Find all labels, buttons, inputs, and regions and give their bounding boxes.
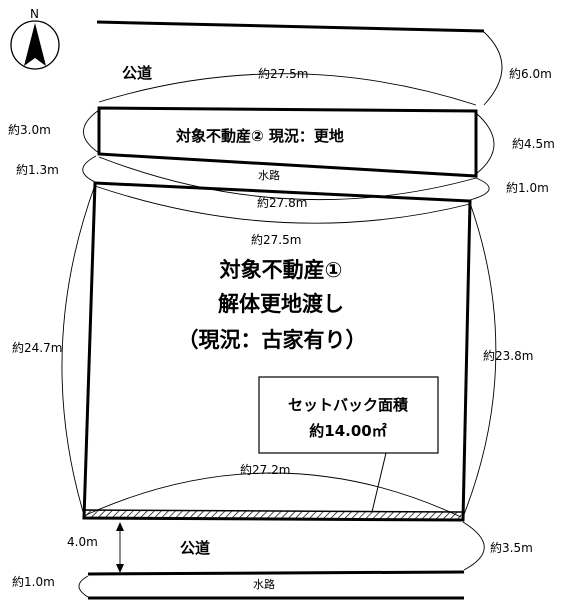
dim-p1-bottom (85, 472, 462, 518)
road-south-edge (87, 570, 465, 576)
dim-label-water-mid-right: 約1.0m (506, 180, 549, 195)
dim-road-north-length (98, 73, 477, 106)
dim-p2-right (475, 112, 495, 175)
dim-label-p2-left: 約3.0m (8, 122, 51, 137)
dim-label-p1-top-outer: 約27.8m (257, 195, 307, 210)
dim-label-water-bottom: 約1.0m (12, 574, 55, 589)
dim-label-p1-right: 約23.8m (483, 348, 533, 363)
dim-label-p1-bottom: 約27.2m (240, 462, 290, 477)
dim-p1-left (61, 184, 96, 516)
dim-p1-right (462, 202, 497, 518)
compass-north-label: N (30, 7, 39, 21)
dim-label-road-north-width: 約6.0m (509, 66, 552, 81)
dim-water-bottom (78, 575, 89, 598)
dim-road-south-right (462, 521, 485, 571)
parcel-2-boundary (97, 106, 478, 178)
dimension-lines (61, 31, 503, 598)
compass-arrow-icon (24, 23, 46, 66)
road-north-edge (96, 20, 485, 33)
dim-label-road-south-right: 約3.5m (490, 540, 533, 555)
road-south-width-marker (116, 522, 124, 573)
north-compass: N (10, 7, 60, 70)
parcel-2-label: 対象不動産② 現況：更地 (175, 127, 344, 145)
dim-label-p1-top-inner: 約27.5m (251, 232, 301, 247)
dim-road-north-width (483, 31, 503, 106)
setback-area-value: 約14.00㎡ (309, 422, 386, 440)
dim-p1-top-outer (98, 156, 477, 201)
parcel-1-line3: （現況：古家有り） (178, 328, 367, 352)
waterway-bottom-label: 水路 (253, 578, 275, 591)
dim-p1-top-inner (94, 185, 471, 224)
dim-p2-left (83, 109, 100, 154)
parcel-1-line1: 対象不動産① (220, 258, 343, 282)
setback-leader-line (371, 452, 387, 513)
setback-callout-box (258, 376, 439, 454)
dim-label-p2-right: 約4.5m (512, 136, 555, 151)
setback-hatched-area (83, 509, 464, 521)
compass-circle (10, 20, 60, 70)
setback-title: セットバック面積 (288, 396, 409, 414)
dim-water-mid-left (82, 155, 97, 183)
dim-label-water-mid-left: 約1.3m (16, 162, 59, 177)
dim-label-road-north-length: 約27.5m (258, 66, 308, 81)
dim-label-road-south-left: 4.0m (67, 535, 98, 549)
dim-label-p1-left: 約24.7m (12, 340, 62, 355)
dim-water-mid-right (469, 177, 490, 201)
waterway-middle-label: 水路 (258, 169, 280, 182)
parcel-1-line2: 解体更地渡し (218, 292, 344, 316)
road-south-label: 公道 (180, 539, 210, 557)
road-north-label: 公道 (122, 64, 152, 82)
